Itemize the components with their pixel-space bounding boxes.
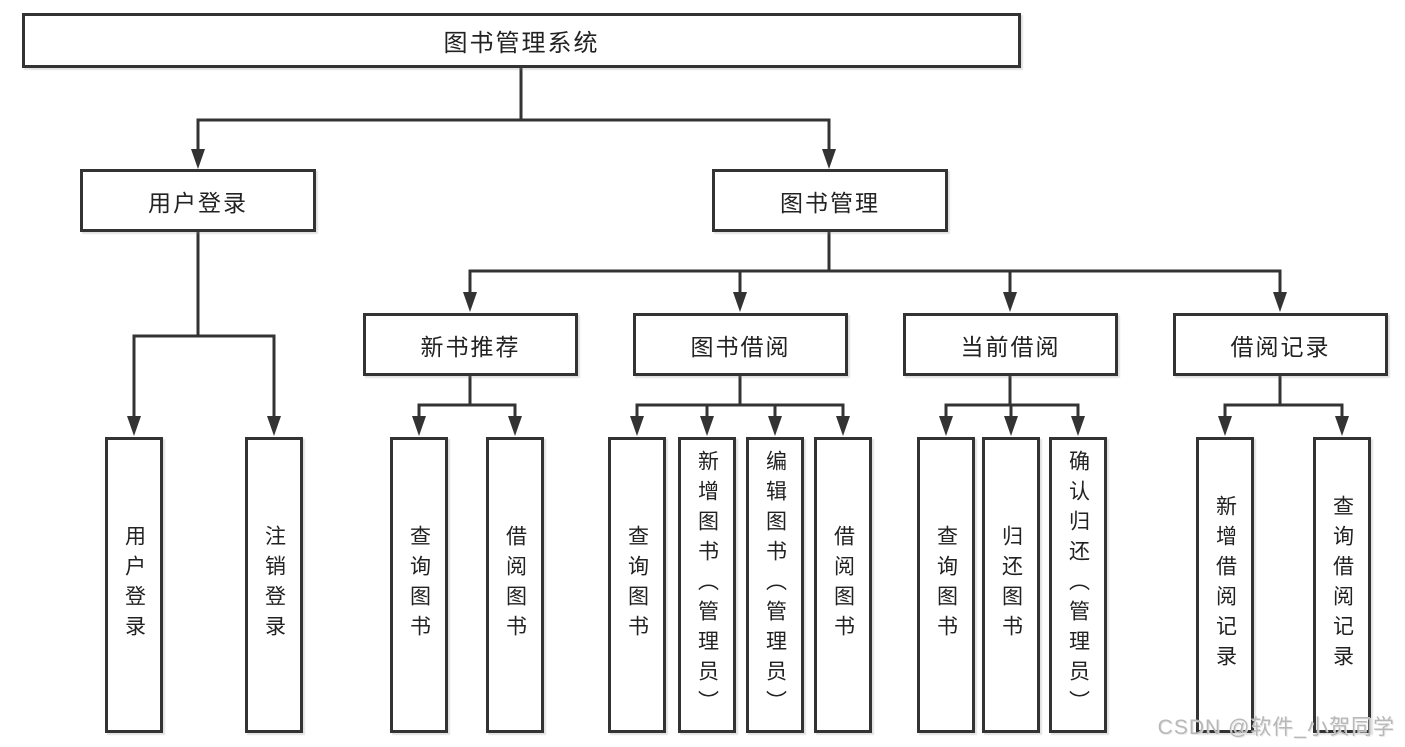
leaf-borrow-book-recommend-label: 借阅图书 (503, 525, 527, 645)
leaf-borrow-book-borrow: 借阅图书 (814, 437, 872, 733)
leaf-query-book-borrow-label: 查询图书 (625, 525, 649, 645)
leaf-return-book: 归还图书 (982, 437, 1040, 733)
node-user-login: 用户登录 (80, 169, 316, 232)
leaf-logout: 注销登录 (245, 437, 303, 733)
leaf-add-borrow-record: 新增借阅记录 (1196, 437, 1254, 733)
leaf-confirm-return-admin-label: 确认归还（管理员） (1066, 450, 1090, 720)
leaf-user-login: 用户登录 (105, 437, 163, 733)
leaf-add-book-admin: 新增图书（管理员） (678, 437, 736, 733)
leaf-return-book-label: 归还图书 (999, 525, 1023, 645)
leaf-query-book-recommend: 查询图书 (390, 437, 448, 733)
leaf-query-book-current: 查询图书 (917, 437, 975, 733)
connector-book-borrow-to-leaves (630, 376, 850, 436)
leaf-borrow-book-recommend: 借阅图书 (486, 437, 544, 733)
node-current-borrow-label: 当前借阅 (960, 333, 1061, 360)
node-book-management-label: 图书管理 (780, 189, 880, 216)
csdn-watermark: CSDN @软件_小贺同学 (1157, 716, 1395, 739)
leaf-add-book-admin-label: 新增图书（管理员） (695, 450, 719, 720)
node-new-book-recommend: 新书推荐 (363, 313, 578, 376)
node-book-borrow: 图书借阅 (633, 313, 848, 376)
connector-current-borrow-to-leaves (939, 376, 1085, 436)
leaf-add-borrow-record-label: 新增借阅记录 (1213, 495, 1237, 675)
node-user-login-label: 用户登录 (148, 189, 248, 216)
node-root-library-system: 图书管理系统 (22, 13, 1021, 68)
node-borrow-records: 借阅记录 (1173, 313, 1388, 376)
connector-book-management-to-level2 (463, 232, 1287, 312)
leaf-logout-label: 注销登录 (262, 525, 286, 645)
node-borrow-records-label: 借阅记录 (1230, 333, 1331, 360)
leaf-edit-book-admin-label: 编辑图书（管理员） (763, 450, 787, 720)
leaf-user-login-label: 用户登录 (122, 525, 146, 645)
leaf-query-book-borrow: 查询图书 (608, 437, 666, 733)
node-new-book-recommend-label: 新书推荐 (420, 333, 521, 360)
node-root-label: 图书管理系统 (443, 30, 600, 57)
leaf-query-book-current-label: 查询图书 (934, 525, 958, 645)
leaf-query-borrow-record: 查询借阅记录 (1313, 437, 1371, 733)
leaf-edit-book-admin: 编辑图书（管理员） (746, 437, 804, 733)
connector-borrow-records-to-leaves (1218, 376, 1349, 436)
connector-new-book-recommend-to-leaves (412, 376, 522, 436)
connector-root-to-level1 (191, 68, 836, 169)
leaf-query-borrow-record-label: 查询借阅记录 (1330, 495, 1354, 675)
leaf-query-book-recommend-label: 查询图书 (407, 525, 431, 645)
connector-user-login-to-leaves (127, 232, 281, 436)
node-current-borrow: 当前借阅 (903, 313, 1118, 376)
leaf-borrow-book-borrow-label: 借阅图书 (831, 525, 855, 645)
node-book-borrow-label: 图书借阅 (690, 333, 791, 360)
node-book-management: 图书管理 (712, 169, 948, 232)
leaf-confirm-return-admin: 确认归还（管理员） (1049, 437, 1107, 733)
